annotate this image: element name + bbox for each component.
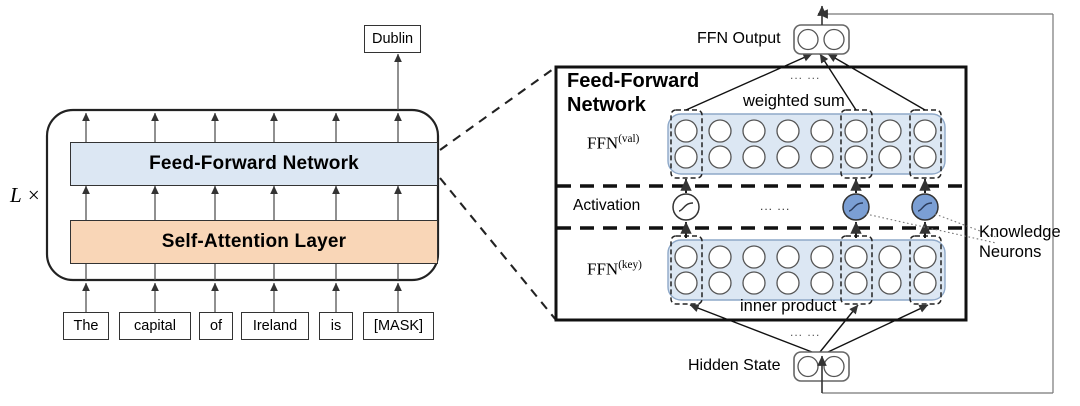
ellipsis-activation: ... ... (760, 199, 791, 213)
ffn-detail-outline (554, 65, 968, 322)
hidden-state-cell (797, 355, 819, 378)
ffn-val-band (667, 113, 946, 175)
activation-neuron-active-2 (911, 193, 939, 221)
ffn-output-label: FFN Output (697, 30, 781, 47)
ffn-val-label-base: FFN (587, 133, 619, 153)
ffn-layer-block[interactable]: Feed-Forward Network (70, 142, 438, 186)
ffn-key-label-sup: (key) (618, 259, 642, 271)
knowledge-neurons-line1: Knowledge (979, 223, 1061, 241)
input-token-2: of (199, 312, 233, 340)
ellipsis-inner-product: ... ... (790, 325, 821, 339)
activation-neuron-inactive (672, 193, 700, 221)
input-token-4: is (319, 312, 353, 340)
ffn-val-label: FFN(val) (587, 133, 639, 154)
residual-connection (822, 13, 1054, 394)
activation-row-label: Activation (573, 197, 641, 214)
ffn-detail-title-line2: Network (567, 94, 646, 116)
hidden-state-label: Hidden State (688, 357, 781, 374)
layer-repeat-label: L × (10, 183, 41, 207)
input-token-0: The (63, 312, 109, 340)
ffn-key-label: FFN(key) (587, 259, 642, 280)
ffn-key-band (667, 239, 946, 301)
attention-layer-block[interactable]: Self-Attention Layer (70, 220, 438, 264)
knowledge-neurons-line2: Neurons (979, 243, 1042, 261)
knowledge-neurons-label: Knowledge Neurons (979, 222, 1061, 262)
activation-neurons (672, 193, 939, 221)
ellipsis-weighted-sum: ... ... (790, 68, 821, 82)
ffn-detail-title-line1: Feed-Forward (567, 70, 700, 92)
ffn-output-cell (823, 28, 845, 51)
input-token-3: Ireland (241, 312, 309, 340)
input-token-5: [MASK] (363, 312, 434, 340)
inner-product-label: inner product (740, 297, 837, 315)
inner-product-arrows (689, 304, 929, 353)
output-token-dublin: Dublin (364, 25, 422, 53)
ffn-detail-group (554, 5, 1054, 394)
knowledge-neuron-pointers (865, 213, 997, 244)
zoom-connector-lines (439, 66, 557, 321)
weighted-sum-arrows (685, 53, 926, 111)
transformer-block-outline (45, 108, 440, 282)
ffn-output-cell (797, 28, 819, 51)
activation-neuron-active-1 (842, 193, 870, 221)
residual-arrowheads (817, 5, 828, 393)
ffn-key-neurons (674, 245, 937, 295)
ffn-val-neurons (674, 119, 937, 169)
weighted-sum-label: weighted sum (743, 92, 845, 110)
hidden-state-cell (823, 355, 845, 378)
ffn-key-label-base: FFN (587, 259, 619, 279)
ffn-val-label-sup: (val) (618, 133, 640, 145)
input-token-1: capital (119, 312, 191, 340)
ffn-internal-arrows (680, 178, 931, 238)
